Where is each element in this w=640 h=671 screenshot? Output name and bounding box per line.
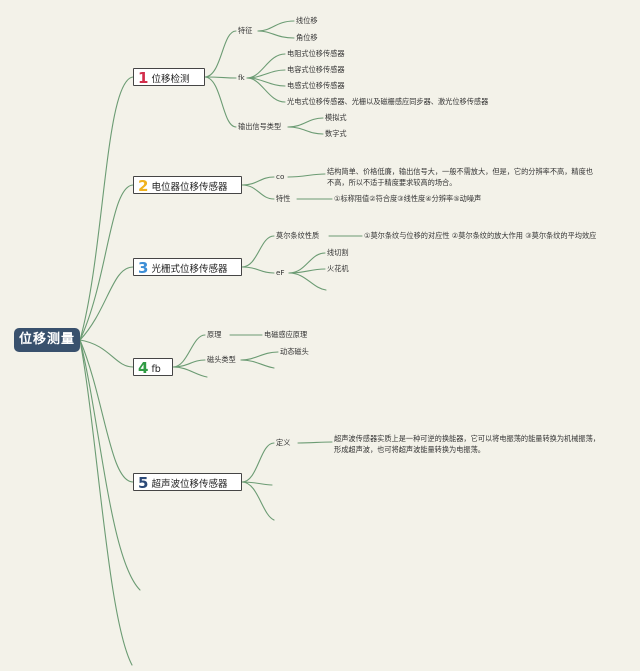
connector-line [287, 126, 324, 135]
connector-line [246, 53, 286, 79]
subtopic-1-2[interactable]: fk [238, 73, 245, 82]
connector-line [240, 359, 275, 369]
leaf-1-2-3[interactable]: 电感式位移传感器 [287, 81, 345, 90]
connector-line [204, 76, 237, 128]
subtopic-4-2[interactable]: 磁头类型 [207, 355, 236, 364]
connector-line [241, 176, 275, 186]
connector-line [287, 117, 324, 128]
leaf-1-2-1[interactable]: 电阻式位移传感器 [287, 49, 345, 58]
connector-line [241, 481, 275, 521]
subtopic-3-2[interactable]: eF [276, 268, 285, 277]
connector-line [288, 252, 326, 274]
leaf-4-2-1[interactable]: 动态磁头 [280, 347, 309, 356]
connector-line [204, 76, 237, 79]
connector-line [288, 272, 327, 291]
leaf-1-2-4[interactable]: 光电式位移传感器、光栅以及磁栅感应同步器、激光位移传感器 [287, 97, 489, 106]
leaf-4-1-1[interactable]: 电磁感应原理 [264, 330, 308, 339]
connector-line [246, 69, 286, 79]
connector-line [246, 77, 286, 103]
connector-line [297, 441, 333, 444]
connector-line [172, 366, 208, 378]
leaf-3-2-2[interactable]: 火花机 [327, 264, 349, 273]
root-topic[interactable]: 位移测量 [14, 328, 80, 352]
connector-line [246, 77, 286, 87]
subtopic-5-1[interactable]: 定义 [276, 438, 291, 447]
connector-line [79, 266, 134, 341]
connector-line [241, 266, 275, 274]
connector-line [240, 351, 279, 361]
connector-line [257, 20, 295, 32]
leaf-3-1-1[interactable]: ①莫尔条纹与位移的对应性 ②莫尔条纹的放大作用 ③莫尔条纹的平均效应 [364, 231, 597, 240]
connector-line [79, 339, 134, 483]
leaf-1-1-2[interactable]: 角位移 [296, 33, 318, 42]
topic-2-label: 电位器位移传感器 [151, 182, 228, 193]
leaf-2-2-1[interactable]: ①标称阻值②符合度③线性度④分辨率⑤动噪声 [334, 194, 482, 203]
leaf-1-1-1[interactable]: 线位移 [296, 16, 318, 25]
connector-line [79, 184, 134, 341]
leaf-1-3-2[interactable]: 数字式 [325, 129, 347, 138]
subtopic-4-1[interactable]: 原理 [207, 330, 222, 339]
topic-4-label: fb [151, 364, 161, 375]
connector-line [172, 359, 206, 368]
topic-1-number: 1 [138, 69, 149, 87]
connector-line [241, 184, 275, 200]
connector-line [241, 235, 275, 268]
connector-line [241, 442, 275, 483]
connector-line [241, 481, 273, 486]
subtopic-1-1[interactable]: 特征 [238, 26, 253, 35]
subtopic-3-1[interactable]: 莫尔条纹性质 [276, 231, 320, 240]
topic-4-number: 4 [138, 359, 149, 377]
topic-5-number: 5 [138, 474, 149, 492]
connector-line [79, 339, 134, 368]
topic-1-label: 位移检测 [151, 74, 190, 85]
connector-line [79, 76, 134, 341]
topic-2-number: 2 [138, 177, 149, 195]
topic-3-label: 光栅式位移传感器 [151, 264, 228, 275]
connector-line [79, 339, 133, 666]
connector-line [288, 268, 326, 274]
leaf-1-2-2[interactable]: 电容式位移传感器 [287, 65, 345, 74]
connector-line [172, 334, 206, 368]
connector-line [287, 173, 326, 178]
leaf-3-2-1[interactable]: 线切割 [327, 248, 349, 257]
leaf-5-1-1[interactable]: 超声波传感器实质上是一种可逆的换能器，它可以将电振荡的能量转换为机械振荡，形成超… [334, 434, 600, 454]
leaf-1-3-1[interactable]: 模拟式 [325, 113, 347, 122]
subtopic-2-1[interactable]: co [276, 172, 285, 181]
connector-line [79, 339, 141, 591]
subtopic-2-2[interactable]: 特性 [276, 194, 291, 203]
subtopic-1-3[interactable]: 输出信号类型 [238, 122, 282, 131]
connector-line [204, 30, 237, 78]
leaf-2-1-1[interactable]: 结构简单、价格低廉，输出信号大，一般不需放大，但是，它的分辨率不高，精度也不高，… [327, 167, 593, 187]
topic-5-label: 超声波位移传感器 [151, 479, 228, 490]
connector-line [257, 30, 295, 39]
topic-3-number: 3 [138, 259, 149, 277]
